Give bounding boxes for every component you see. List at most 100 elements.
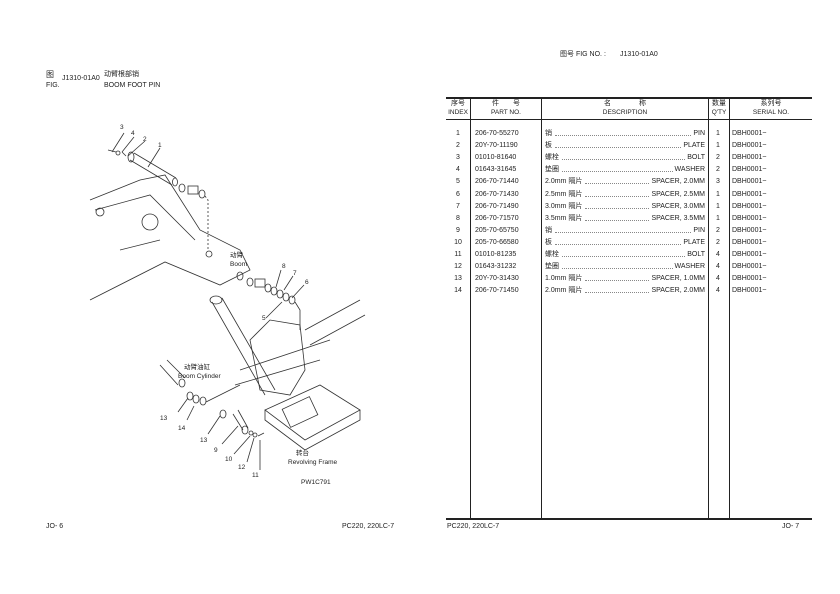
- fig-label-en: FIG.: [46, 82, 60, 89]
- header-serial-cn: 系列号: [760, 100, 782, 107]
- boom-label-en: Boom: [230, 261, 247, 268]
- leader-dots: [555, 141, 682, 149]
- row-index: 1: [456, 130, 460, 137]
- row-description-en: PLATE: [683, 238, 705, 246]
- row-part-number: 01010-81235: [475, 251, 517, 258]
- right-model-name: PC220, 220LC-7: [447, 523, 500, 530]
- column-divider: [729, 98, 730, 518]
- row-description-cn: 2.5mm 隔片: [545, 190, 583, 198]
- row-description-cn: 销: [545, 130, 552, 137]
- header-part-en: PART NO.: [491, 109, 521, 116]
- callout-9: 9: [214, 447, 218, 454]
- row-description-cn: 垫圈: [545, 263, 559, 271]
- fig-label-cn: 图: [46, 70, 54, 79]
- row-part-number: 206-70-71570: [475, 214, 519, 222]
- row-description: 垫圈 WASHER: [545, 262, 705, 272]
- leader-dots: [585, 202, 650, 209]
- row-description-en: SPACER, 3.0MM: [651, 202, 705, 210]
- row-index: 12: [454, 263, 462, 271]
- row-description-cn: 板: [545, 238, 552, 246]
- header-qty-en: Q'TY: [711, 109, 727, 116]
- row-description: 1.0mm 隔片 SPACER, 1.0MM: [545, 274, 705, 284]
- column-divider: [470, 98, 471, 518]
- callout-10: 10: [225, 456, 233, 463]
- row-serial-number: DBH0001~: [732, 238, 767, 246]
- row-description-en: SPACER, 3.5MM: [651, 214, 705, 222]
- row-part-number: 206-70-71450: [475, 287, 519, 295]
- row-description-cn: 1.0mm 隔片: [545, 275, 583, 283]
- row-description-cn: 2.0mm 隔片: [545, 178, 583, 186]
- row-description: 销 PIN: [545, 129, 705, 139]
- table-bottom-rule: [446, 518, 812, 520]
- row-index: 13: [454, 275, 462, 283]
- leader-dots: [585, 214, 650, 221]
- leader-dots: [562, 262, 673, 270]
- callout-2: 2: [143, 136, 147, 143]
- row-index: 14: [454, 287, 462, 295]
- row-index: 10: [454, 238, 462, 246]
- row-description-en: BOLT: [687, 154, 705, 162]
- row-index: 5: [456, 178, 460, 186]
- row-quantity: 2: [716, 154, 720, 162]
- row-quantity: 2: [716, 226, 720, 234]
- left-model-name: PC220, 220LC-7: [342, 523, 395, 530]
- row-quantity: 4: [716, 251, 720, 258]
- row-description-en: WASHER: [674, 166, 705, 174]
- leader-dots: [562, 250, 686, 257]
- row-part-number: 206-70-71440: [475, 178, 519, 186]
- row-description-en: SPACER, 2.5MM: [651, 190, 705, 198]
- row-description-en: SPACER, 2.0MM: [651, 178, 705, 186]
- figure-title-en: BOOM FOOT PIN: [104, 82, 161, 89]
- header-desc-cn: 名 称: [604, 100, 646, 107]
- leader-dots: [585, 286, 650, 294]
- header-rule: [446, 119, 812, 120]
- row-index: 6: [456, 190, 460, 198]
- callout-13a: 13: [160, 415, 168, 422]
- row-description-en: PIN: [693, 130, 705, 137]
- row-serial-number: DBH0001~: [732, 226, 767, 234]
- row-part-number: 206-70-71430: [475, 190, 519, 198]
- row-description-en: SPACER, 2.0MM: [651, 287, 705, 295]
- left-page-number: JO- 6: [46, 523, 64, 530]
- row-quantity: 1: [716, 202, 720, 210]
- column-divider: [708, 98, 709, 518]
- header-serial-en: SERIAL NO.: [752, 109, 790, 116]
- row-index: 2: [456, 142, 460, 150]
- row-serial-number: DBH0001~: [732, 251, 767, 258]
- row-part-number: 01643-31645: [475, 166, 517, 174]
- row-serial-number: DBH0001~: [732, 166, 767, 174]
- row-serial-number: DBH0001~: [732, 214, 767, 222]
- row-serial-number: DBH0001~: [732, 263, 767, 271]
- row-index: 11: [454, 251, 462, 258]
- callout-8: 8: [282, 263, 286, 270]
- leader-dots: [555, 238, 682, 245]
- row-description: 2.0mm 隔片 SPACER, 2.0MM: [545, 177, 705, 187]
- row-description-en: PLATE: [683, 142, 705, 150]
- figure-title-cn: 动臂根部销: [104, 71, 139, 78]
- row-quantity: 2: [716, 166, 720, 174]
- row-index: 7: [456, 202, 460, 210]
- row-description-en: WASHER: [674, 263, 705, 271]
- row-description: 2.5mm 隔片 SPACER, 2.5MM: [545, 190, 705, 200]
- row-description-cn: 2.0mm 隔片: [545, 287, 583, 295]
- row-serial-number: DBH0001~: [732, 154, 767, 162]
- row-description-en: SPACER, 1.0MM: [651, 275, 705, 283]
- row-part-number: 01010-81640: [475, 154, 517, 162]
- row-quantity: 3: [716, 178, 720, 186]
- row-part-number: 01643-31232: [475, 263, 517, 271]
- row-description: 板 PLATE: [545, 238, 705, 248]
- revolving-frame-label-en: Revolving Frame: [288, 459, 338, 466]
- header-qty-cn: 数量: [712, 100, 726, 107]
- row-part-number: 20Y-70-31430: [475, 275, 519, 283]
- boom-cylinder-label-en: Boom Cylinder: [178, 373, 221, 380]
- fig-no: J1310-01A0: [620, 51, 658, 58]
